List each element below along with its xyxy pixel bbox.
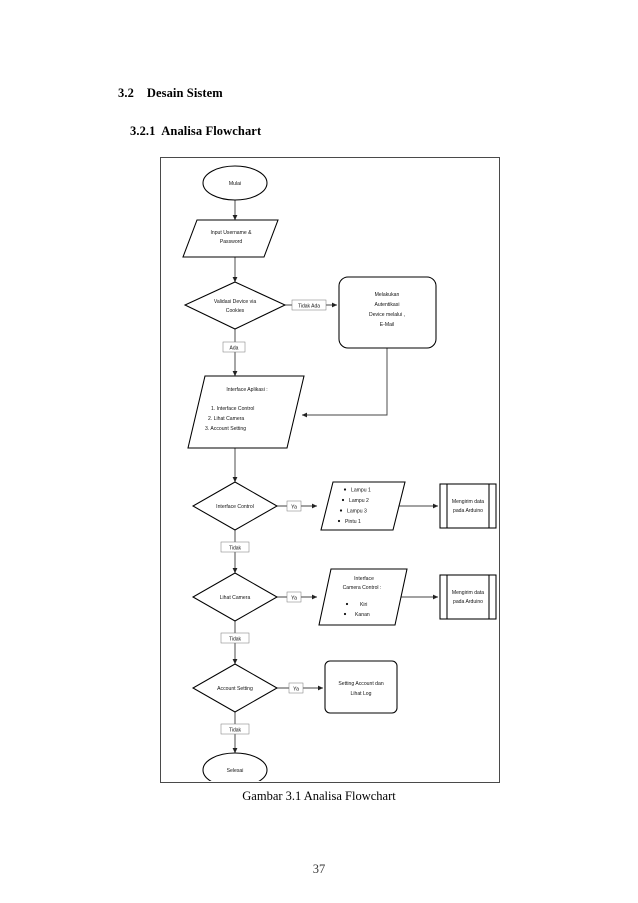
node-view-camera-label: Lihat Camera bbox=[220, 595, 251, 601]
node-validate-device: Validasi Device via Cookies bbox=[183, 281, 287, 330]
flowchart-figure: Mulai Input Username & Password Validasi… bbox=[160, 157, 500, 783]
node-auth-email: Melakukan Autentikasi Device melalui , E… bbox=[338, 276, 437, 349]
node-send-arduino-2-line2: pada Arduino bbox=[453, 599, 483, 605]
node-input-login-line2: Password bbox=[220, 239, 243, 245]
edge-label-account-yes: Ya bbox=[288, 682, 304, 694]
node-input-login: Input Username & Password bbox=[182, 219, 279, 258]
svg-text:Tidak: Tidak bbox=[229, 546, 242, 552]
node-auth-email-line3: Device melalui , bbox=[369, 312, 405, 318]
node-interface-app-item-2: 2. Lihat Camera bbox=[208, 416, 244, 422]
svg-text:Ya: Ya bbox=[291, 505, 297, 511]
section-heading: 3.2 Desain Sistem bbox=[118, 86, 223, 100]
node-view-camera: Lihat Camera bbox=[191, 572, 279, 622]
node-camera-options-header2: Camera Control : bbox=[343, 585, 382, 591]
node-interface-control-label: Interface Control bbox=[216, 504, 254, 510]
subsection-heading: 3.2.1 Analisa Flowchart bbox=[130, 124, 262, 138]
edge-label-control-no: Tidak bbox=[220, 541, 250, 553]
node-control-options-item-1: Lampu 1 bbox=[351, 488, 371, 494]
page-number: 37 bbox=[312, 862, 326, 876]
node-start-label: Mulai bbox=[229, 181, 241, 187]
svg-text:Ya: Ya bbox=[293, 687, 299, 693]
node-control-options-item-3: Lampu 3 bbox=[347, 509, 367, 515]
node-setting-log: Setting Account dan Lihat Log bbox=[324, 660, 398, 714]
node-setting-log-line1: Setting Account dan bbox=[338, 681, 383, 687]
svg-text:Ya: Ya bbox=[291, 596, 297, 602]
node-auth-email-line1: Melakukan bbox=[375, 292, 400, 298]
node-auth-email-line2: Autentikasi bbox=[375, 302, 400, 308]
edge-label-camera-no: Tidak bbox=[220, 632, 250, 644]
node-account-setting-label: Account Setting bbox=[217, 686, 253, 692]
edge-label-control-yes: Ya bbox=[286, 500, 302, 512]
node-camera-options-item-1: Kiri bbox=[360, 602, 367, 608]
svg-text:Ada: Ada bbox=[230, 346, 239, 352]
node-camera-options: Interface Camera Control : Kiri Kanan bbox=[318, 568, 408, 626]
node-send-arduino-1: Mengirim data pada Arduino bbox=[439, 483, 497, 529]
node-interface-app-header: Interface Aplikasi : bbox=[226, 387, 267, 393]
node-account-setting: Account Setting bbox=[191, 663, 279, 713]
svg-text:Tidak: Tidak bbox=[229, 728, 242, 734]
node-camera-options-item-2: Kanan bbox=[355, 612, 370, 618]
edge-label-account-no: Tidak bbox=[220, 723, 250, 735]
node-control-options: Lampu 1 Lampu 2 Lampu 3 Pintu 1 bbox=[320, 481, 406, 531]
node-interface-app-item-3: 3. Account Setting bbox=[205, 426, 246, 432]
node-send-arduino-1-line1: Mengirim data bbox=[452, 499, 484, 505]
edge-label-validate-no: Tidak Ada bbox=[291, 299, 327, 311]
node-validate-device-line2: Cookies bbox=[226, 308, 245, 314]
node-end: Selesai bbox=[202, 752, 268, 781]
svg-text:Tidak Ada: Tidak Ada bbox=[298, 304, 320, 310]
node-send-arduino-2-line1: Mengirim data bbox=[452, 590, 484, 596]
svg-text:Tidak: Tidak bbox=[229, 637, 242, 643]
figure-caption: Gambar 3.1 Analisa Flowchart bbox=[242, 789, 396, 803]
node-interface-control: Interface Control bbox=[191, 481, 279, 531]
node-validate-device-line1: Validasi Device via bbox=[214, 299, 257, 305]
edge-label-camera-yes: Ya bbox=[286, 591, 302, 603]
node-start: Mulai bbox=[202, 165, 268, 201]
edge-label-validate-yes: Ada bbox=[222, 341, 246, 353]
node-setting-log-line2: Lihat Log bbox=[351, 691, 372, 697]
node-end-label: Selesai bbox=[227, 768, 244, 774]
node-control-options-item-2: Lampu 2 bbox=[349, 498, 369, 504]
node-auth-email-line4: E-Mail bbox=[380, 322, 394, 328]
node-interface-app: Interface Aplikasi : 1. Interface Contro… bbox=[187, 375, 305, 449]
node-send-arduino-1-line2: pada Arduino bbox=[453, 508, 483, 514]
node-input-login-line1: Input Username & bbox=[210, 230, 252, 236]
node-send-arduino-2: Mengirim data pada Arduino bbox=[439, 574, 497, 620]
node-control-options-item-4: Pintu 1 bbox=[345, 519, 361, 525]
node-interface-app-item-1: 1. Interface Control bbox=[211, 406, 254, 412]
node-camera-options-header1: Interface bbox=[354, 576, 374, 582]
